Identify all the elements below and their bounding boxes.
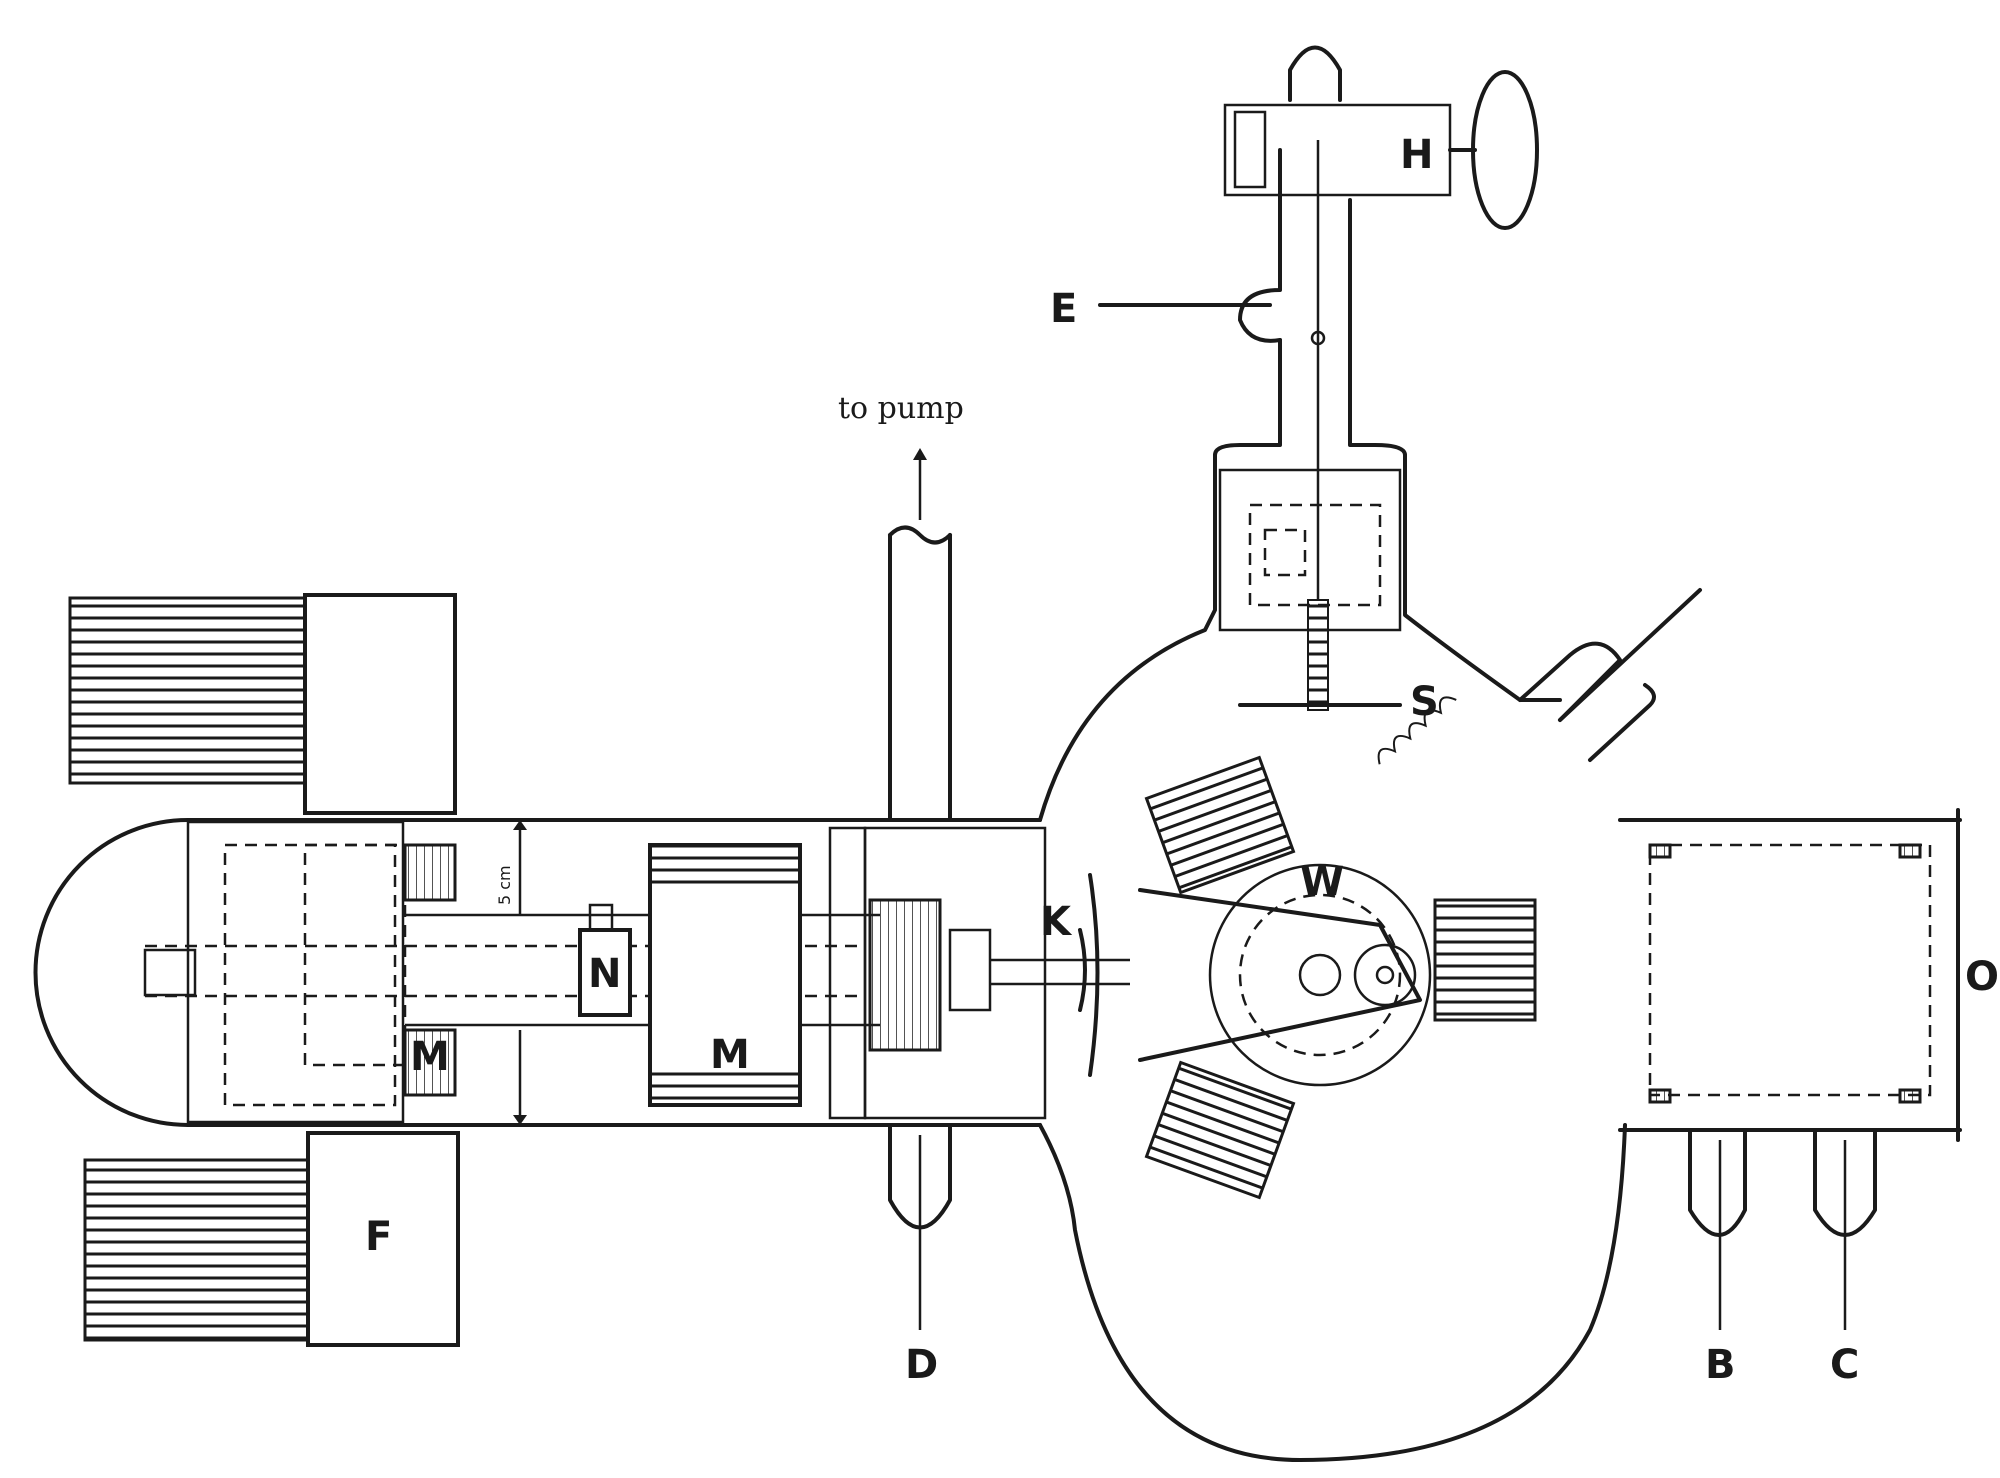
label-n: N bbox=[588, 951, 621, 997]
lower-field-coil bbox=[83, 1131, 460, 1347]
label-k: K bbox=[1040, 899, 1073, 945]
lead-b bbox=[1688, 1128, 1747, 1330]
dimension-marker bbox=[513, 820, 527, 1125]
lead-d bbox=[888, 1123, 952, 1330]
label-o: O bbox=[1965, 954, 1999, 1000]
rotor-w bbox=[1138, 863, 1432, 1087]
label-m: M bbox=[710, 1032, 750, 1078]
glass-bulb bbox=[1038, 453, 1627, 1462]
label-d: D bbox=[905, 1342, 938, 1388]
large-magnet bbox=[648, 843, 802, 1107]
n-block bbox=[578, 903, 632, 1017]
right-tube bbox=[1618, 808, 1962, 1142]
label-w: W bbox=[1300, 859, 1344, 905]
small-magnet-lower bbox=[403, 1028, 457, 1097]
main-tube bbox=[33, 818, 1042, 1127]
top-stopcock-assembly bbox=[1098, 45, 1539, 711]
side-arm bbox=[1518, 588, 1702, 762]
upper-field-coil bbox=[68, 593, 457, 815]
label-e: E bbox=[1050, 286, 1077, 332]
label-five-cm: 5 cm bbox=[495, 865, 514, 905]
k-disc bbox=[990, 873, 1130, 1077]
armature-block-lower bbox=[1144, 1060, 1296, 1200]
bearing-partition bbox=[828, 826, 1047, 1120]
label-c: C bbox=[1830, 1342, 1859, 1388]
label-m-prime: M bbox=[410, 1034, 450, 1080]
armature-block-upper bbox=[1144, 755, 1296, 895]
label-to-pump: to pump bbox=[838, 391, 964, 426]
label-b: B bbox=[1705, 1342, 1736, 1388]
pump-tube bbox=[888, 448, 952, 822]
lead-c bbox=[1813, 1128, 1877, 1330]
label-h: H bbox=[1400, 132, 1433, 178]
small-magnet-upper bbox=[403, 843, 457, 902]
spring-coil bbox=[1377, 696, 1457, 765]
label-f: F bbox=[365, 1214, 392, 1260]
armature-block-right bbox=[1433, 898, 1537, 1022]
